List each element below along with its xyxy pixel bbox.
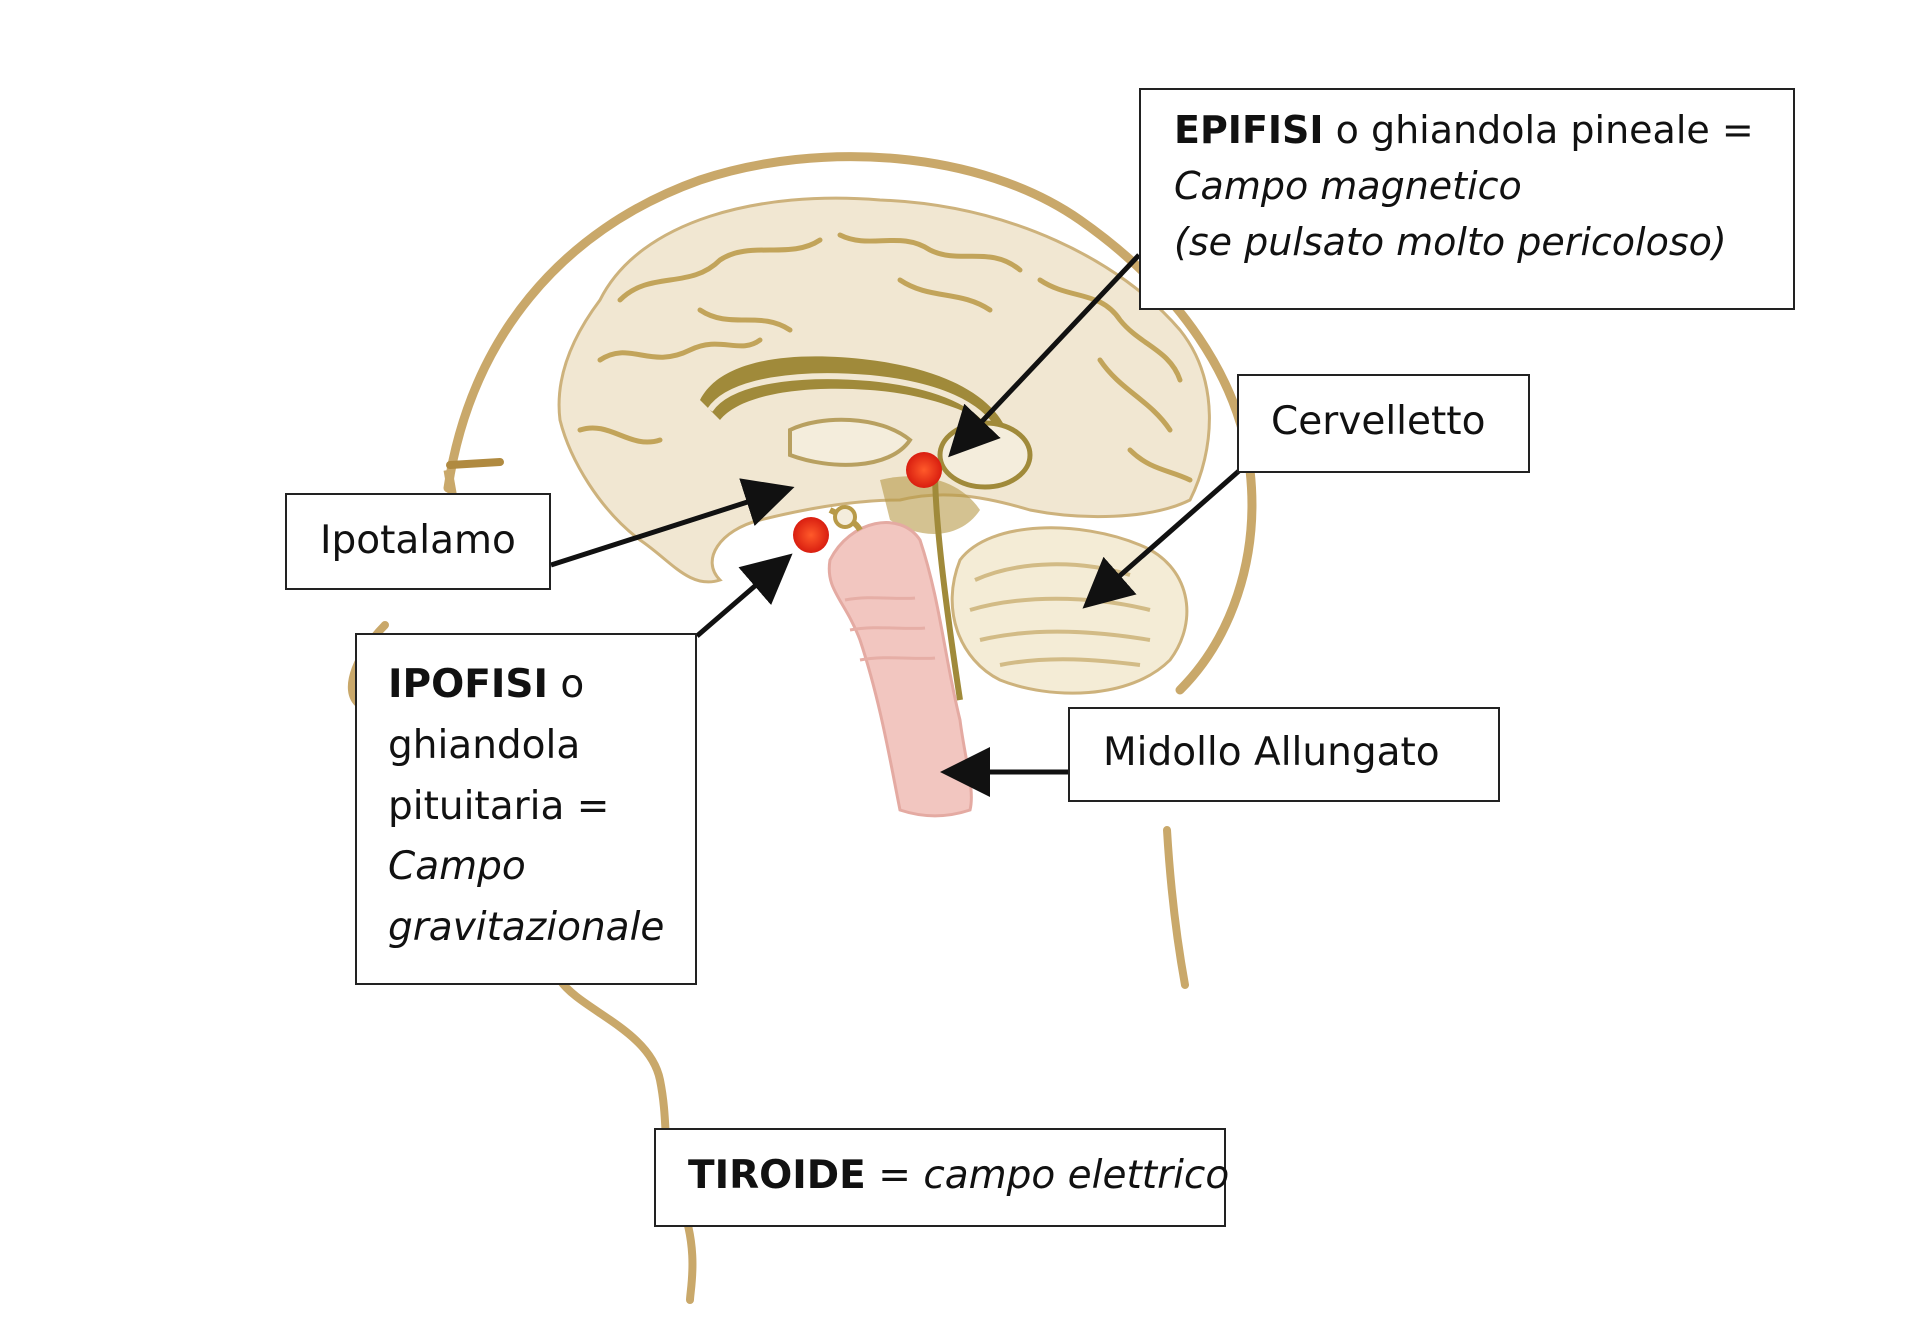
label-epifisi: EPIFISI o ghiandola pineale = Campo magn… <box>1139 88 1795 310</box>
midollo-text: Midollo Allungato <box>1103 730 1440 775</box>
arrow-epifisi <box>948 253 1141 458</box>
cervelletto-text: Cervelletto <box>1271 399 1486 444</box>
label-ipofisi: IPOFISI o ghiandola pituitaria = Campo g… <box>355 633 697 985</box>
label-midollo-allungato: Midollo Allungato <box>1068 707 1500 802</box>
ipofisi-italic-5: gravitazionale <box>388 905 665 951</box>
epifisi-italic-2: (se pulsato molto pericoloso) <box>1174 220 1727 265</box>
arrow-ipotalamo <box>550 478 795 568</box>
ipofisi-bold: IPOFISI <box>388 662 548 707</box>
pineal-gland-dot <box>906 452 942 488</box>
nose-bridge-line <box>446 458 504 469</box>
brain-stem <box>827 521 973 818</box>
ipofisi-italic-4: Campo <box>388 844 526 890</box>
label-ipotalamo: Ipotalamo <box>285 493 551 590</box>
pituitary-gland-dot <box>793 517 829 553</box>
epifisi-italic-1: Campo magnetico <box>1174 164 1522 209</box>
neck-back-line <box>1163 826 1189 989</box>
label-cervelletto: Cervelletto <box>1237 374 1530 473</box>
head-silhouette <box>443 152 1257 695</box>
ipofisi-text-1: o <box>548 662 585 707</box>
epifisi-text: o ghiandola pineale = <box>1323 108 1754 152</box>
arrow-ipofisi <box>695 553 793 638</box>
tiroide-text: = <box>865 1153 924 1198</box>
epifisi-bold: EPIFISI <box>1174 108 1324 152</box>
ipofisi-text-3: pituitaria = <box>388 783 610 829</box>
ipotalamo-text: Ipotalamo <box>320 518 516 563</box>
tiroide-bold: TIROIDE <box>688 1153 866 1198</box>
arrow-cervelletto <box>1082 468 1242 609</box>
tiroide-italic: campo elettrico <box>923 1153 1230 1198</box>
label-tiroide: TIROIDE = campo elettrico <box>654 1128 1230 1227</box>
ipofisi-text-2: ghiandola <box>388 722 581 768</box>
cerebellum <box>950 526 1189 695</box>
